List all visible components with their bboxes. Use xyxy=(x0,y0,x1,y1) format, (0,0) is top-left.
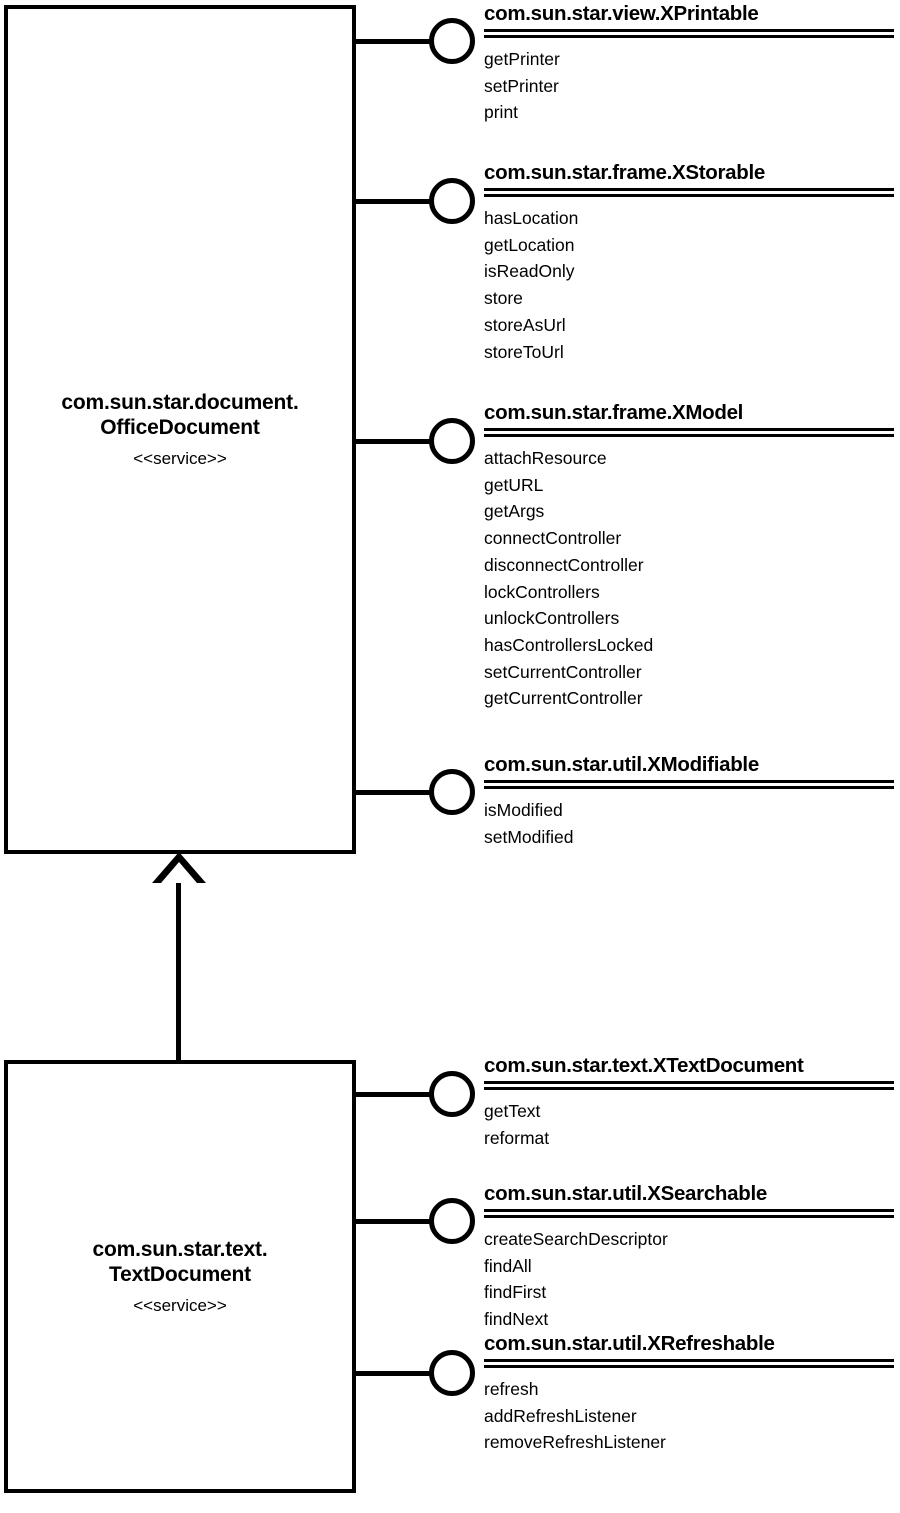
interface-method: getURL xyxy=(484,474,544,495)
interface-block-x-storable: com.sun.star.frame.XStorable hasLocation… xyxy=(484,161,894,365)
interface-method: attachResource xyxy=(484,448,607,468)
interface-method: reformat xyxy=(484,1127,550,1148)
interface-method: findFirst xyxy=(484,1282,547,1303)
lollipop-stem-x-text-document xyxy=(355,1092,431,1097)
interface-method: print xyxy=(484,102,519,123)
interface-divider xyxy=(484,780,894,789)
interface-method-list-x-printable: getPrinter setPrinter print xyxy=(484,46,894,126)
class-box-office-document[interactable]: com.sun.star.document. OfficeDocument <<… xyxy=(4,5,356,854)
interface-method: getText xyxy=(484,1101,541,1121)
interface-method: setPrinter xyxy=(484,75,559,96)
interface-method: store xyxy=(484,288,523,309)
class-stereotype-text-document: <<service>> xyxy=(133,1296,227,1315)
interface-block-x-refreshable: com.sun.star.util.XRefreshable refresh a… xyxy=(484,1332,894,1456)
interface-method: hasControllersLocked xyxy=(484,634,654,655)
interface-block-x-text-document: com.sun.star.text.XTextDocument getText … xyxy=(484,1054,894,1151)
interface-method: setModified xyxy=(484,826,574,847)
interface-title-x-searchable: com.sun.star.util.XSearchable xyxy=(484,1182,767,1205)
interface-divider xyxy=(484,188,894,197)
lollipop-stem-x-refreshable xyxy=(355,1371,431,1376)
interface-method: unlockControllers xyxy=(484,608,620,629)
interface-method: storeAsUrl xyxy=(484,314,566,335)
interface-divider xyxy=(484,1359,894,1368)
interface-block-x-searchable: com.sun.star.util.XSearchable createSear… xyxy=(484,1182,894,1333)
interface-method-list-x-searchable: createSearchDescriptor findAll findFirst… xyxy=(484,1226,894,1333)
interface-method: isReadOnly xyxy=(484,261,575,282)
interface-method-list-x-modifiable: isModified setModified xyxy=(484,797,894,850)
interface-title-x-printable: com.sun.star.view.XPrintable xyxy=(484,2,759,25)
interface-divider xyxy=(484,29,894,38)
lollipop-stem-x-printable xyxy=(355,39,431,44)
generalization-line xyxy=(176,880,181,1060)
interface-method: disconnectController xyxy=(484,554,644,575)
lollipop-socket-x-text-document[interactable] xyxy=(429,1071,475,1117)
interface-method: getArgs xyxy=(484,501,545,522)
interface-divider xyxy=(484,1209,894,1218)
interface-method: getLocation xyxy=(484,234,575,255)
class-name-text-document: com.sun.star.text. TextDocument xyxy=(92,1238,268,1286)
interface-method: connectController xyxy=(484,528,622,549)
class-box-text-document[interactable]: com.sun.star.text. TextDocument <<servic… xyxy=(4,1060,356,1493)
lollipop-stem-x-storable xyxy=(355,199,431,204)
lollipop-stem-x-modifiable xyxy=(355,790,431,795)
interface-method: removeRefreshListener xyxy=(484,1432,666,1453)
interface-method-list-x-text-document: getText reformat xyxy=(484,1098,894,1151)
interface-method-list-x-refreshable: refresh addRefreshListener removeRefresh… xyxy=(484,1376,894,1456)
lollipop-socket-x-searchable[interactable] xyxy=(429,1198,475,1244)
interface-block-x-modifiable: com.sun.star.util.XModifiable isModified… xyxy=(484,753,894,850)
interface-method: getPrinter xyxy=(484,49,560,69)
interface-title-x-text-document: com.sun.star.text.XTextDocument xyxy=(484,1054,804,1077)
interface-block-x-model: com.sun.star.frame.XModel attachResource… xyxy=(484,401,894,712)
interface-method: createSearchDescriptor xyxy=(484,1229,668,1249)
interface-title-x-model: com.sun.star.frame.XModel xyxy=(484,401,744,424)
interface-title-x-refreshable: com.sun.star.util.XRefreshable xyxy=(484,1332,775,1355)
lollipop-stem-x-searchable xyxy=(355,1219,431,1224)
interface-divider xyxy=(484,1081,894,1090)
interface-method: refresh xyxy=(484,1379,539,1399)
lollipop-socket-x-model[interactable] xyxy=(429,418,475,464)
lollipop-socket-x-refreshable[interactable] xyxy=(429,1350,475,1396)
interface-method: storeToUrl xyxy=(484,341,564,362)
interface-title-x-storable: com.sun.star.frame.XStorable xyxy=(484,161,765,184)
lollipop-socket-x-storable[interactable] xyxy=(429,178,475,224)
interface-method: hasLocation xyxy=(484,208,579,228)
class-stereotype-office-document: <<service>> xyxy=(133,449,227,468)
interface-method: findAll xyxy=(484,1255,532,1276)
lollipop-stem-x-model xyxy=(355,439,431,444)
interface-block-x-printable: com.sun.star.view.XPrintable getPrinter … xyxy=(484,2,894,126)
interface-title-x-modifiable: com.sun.star.util.XModifiable xyxy=(484,753,759,776)
generalization-arrowhead-inner xyxy=(161,862,197,883)
interface-method: isModified xyxy=(484,800,563,820)
interface-method: findNext xyxy=(484,1309,549,1330)
class-name-office-document: com.sun.star.document. OfficeDocument xyxy=(61,391,299,439)
interface-method: getCurrentController xyxy=(484,688,643,709)
interface-method: setCurrentController xyxy=(484,661,642,682)
interface-method-list-x-storable: hasLocation getLocation isReadOnly store… xyxy=(484,205,894,365)
lollipop-socket-x-modifiable[interactable] xyxy=(429,769,475,815)
interface-divider xyxy=(484,428,894,437)
interface-method: addRefreshListener xyxy=(484,1405,637,1426)
interface-method: lockControllers xyxy=(484,581,600,602)
interface-method-list-x-model: attachResource getURL getArgs connectCon… xyxy=(484,445,894,712)
lollipop-socket-x-printable[interactable] xyxy=(429,18,475,64)
